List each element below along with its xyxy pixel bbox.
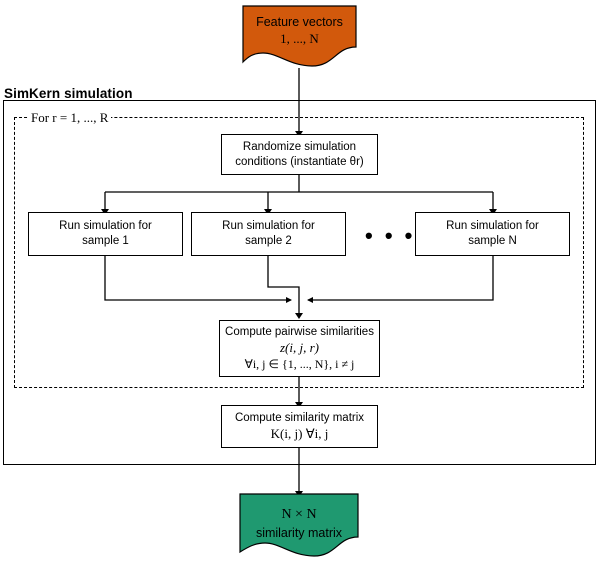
step-sample-1[interactable]: Run simulation for sample 1 xyxy=(28,212,183,256)
ellipsis-between-samples: • • • xyxy=(365,223,416,248)
loop-container xyxy=(14,117,584,388)
step-sample-2-line-2: sample 2 xyxy=(245,235,292,247)
step-sample-2[interactable]: Run simulation for sample 2 xyxy=(191,212,346,256)
step-compute-matrix[interactable]: Compute similarity matrix K(i, j) ∀i, j xyxy=(221,405,378,448)
edge-sample-1-to-pairwise xyxy=(104,256,292,303)
edge-sample-2-to-pairwise xyxy=(267,256,303,319)
simkern-simulation-title: SimKern simulation xyxy=(4,86,133,101)
step-pairwise-line-2: z(i, j, r) xyxy=(280,339,319,355)
step-sample-n-line-2: sample N xyxy=(468,235,517,247)
step-pairwise-line-3: ∀i, j ∈ {1, ..., N}, i ≠ j xyxy=(244,356,355,371)
feature-vectors-node: Feature vectors 1, ..., N xyxy=(243,6,356,66)
edge-sample-n-to-pairwise xyxy=(307,256,494,303)
step-sample-1-line-2: sample 1 xyxy=(82,235,129,247)
similarity-matrix-shape xyxy=(239,493,359,557)
step-matrix-line-1: Compute similarity matrix xyxy=(234,411,365,424)
step-matrix-line-2: K(i, j) ∀i, j xyxy=(270,425,329,441)
output-line-2: similarity matrix xyxy=(255,526,343,540)
similarity-matrix-node: N × N similarity matrix xyxy=(240,494,358,556)
feature-vectors-shape xyxy=(242,5,357,67)
step-randomize[interactable]: Randomize simulation conditions (instant… xyxy=(221,134,378,175)
feature-vectors-line-2: 1, ..., N xyxy=(280,31,319,46)
step-randomize-line-2: conditions (instantiate θr) xyxy=(235,155,364,168)
step-pairwise-line-1: Compute pairwise similarities xyxy=(225,325,374,338)
feature-vectors-line-1: Feature vectors xyxy=(256,15,343,29)
step-sample-2-line-1: Run simulation for xyxy=(222,220,315,233)
step-sample-n-line-1: Run simulation for xyxy=(446,220,539,233)
output-line-1: N × N xyxy=(281,507,317,522)
step-sample-1-line-1: Run simulation for xyxy=(59,220,152,233)
simkern-simulation-container xyxy=(3,100,596,465)
step-pairwise-similarities[interactable]: Compute pairwise similarities z(i, j, r)… xyxy=(219,320,380,377)
loop-label: For r = 1, ..., R xyxy=(28,110,112,126)
step-randomize-line-1: Randomize simulation xyxy=(242,140,357,153)
step-sample-n[interactable]: Run simulation for sample N xyxy=(415,212,570,256)
